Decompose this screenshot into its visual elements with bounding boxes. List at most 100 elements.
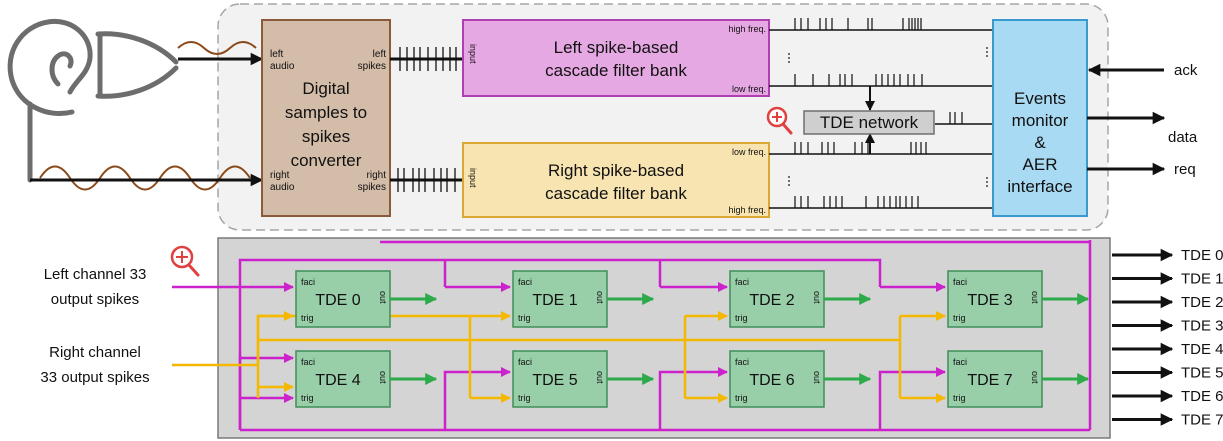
trigger-wiring: [172, 314, 902, 398]
tde-unit-box: [729, 270, 825, 328]
facilitation-wiring: [172, 240, 1092, 432]
trigger-arrows: [258, 311, 946, 403]
right-bank-line-1: Right spike-based: [548, 161, 684, 180]
tde-network-block[interactable]: [803, 110, 935, 135]
ellipsis-dots: [788, 47, 988, 187]
left-bank-line-1: Left spike-based: [554, 38, 679, 57]
left-filter-bank: [462, 19, 770, 97]
port-left-spikes-2: spikes: [358, 61, 386, 72]
trig-label: trig: [953, 313, 966, 323]
port-right-audio: right: [270, 170, 290, 181]
tde-unit-label: TDE 0: [315, 292, 360, 309]
faci-label: faci: [301, 357, 315, 367]
trig-label: trig: [518, 393, 531, 403]
out-label: out: [378, 371, 388, 384]
port-left-spikes: left: [373, 49, 387, 60]
tde-output-4: TDE 4: [1112, 341, 1223, 358]
faci-label: faci: [735, 357, 749, 367]
right-bank-high-freq: high freq.: [728, 205, 766, 215]
faci-label: faci: [953, 277, 967, 287]
tde-unit-box: [512, 350, 608, 408]
zoom-icon[interactable]: [766, 106, 793, 135]
ack-label: ack: [1174, 62, 1198, 79]
trig-label: trig: [518, 313, 531, 323]
left-spike-train: [399, 47, 457, 71]
trig-label: trig: [301, 313, 314, 323]
output-label: TDE 2: [1181, 294, 1223, 311]
tde-network-panel: [217, 237, 1111, 439]
trig-label: trig: [301, 393, 314, 403]
zoom-icon[interactable]: [170, 245, 200, 277]
right-bank-low-freq: low freq.: [732, 147, 766, 157]
right-bank-input-label: input: [468, 168, 478, 188]
output-label: TDE 6: [1181, 388, 1223, 405]
right-channel-label-2: 33 output spikes: [40, 369, 149, 386]
tde-unit-label: TDE 2: [749, 292, 794, 309]
out-label: out: [812, 291, 822, 304]
out-label: out: [378, 291, 388, 304]
converter-line-3: spikes: [302, 127, 350, 146]
out-label: out: [1030, 291, 1040, 304]
out-label: out: [595, 291, 605, 304]
faci-label: faci: [518, 357, 532, 367]
tde-output-1: TDE 1: [1112, 271, 1223, 288]
left-bank-input-label: input: [468, 44, 478, 64]
events-line-1: Events: [1014, 89, 1066, 108]
port-left-audio: left: [270, 49, 284, 60]
tde-unit-label: TDE 4: [315, 372, 360, 389]
data-label: data: [1168, 129, 1198, 146]
tde-unit-box: [295, 270, 391, 328]
output-label: TDE 7: [1181, 412, 1223, 429]
tde-output-2: TDE 2: [1112, 294, 1223, 311]
port-left-audio-2: audio: [270, 61, 295, 72]
events-line-3: &: [1034, 133, 1046, 152]
spike-converter-block: [261, 19, 391, 217]
faci-label: faci: [301, 277, 315, 287]
left-bank-high-freq: high freq.: [728, 24, 766, 34]
events-monitor-aer-block: [992, 19, 1088, 217]
bank-output-lines: [769, 29, 993, 209]
tde-network-label: TDE network: [820, 113, 919, 132]
output-label: TDE 0: [1181, 247, 1223, 264]
events-line-4: AER: [1023, 155, 1058, 174]
tde-output-7: TDE 7: [1112, 412, 1223, 429]
tde-unit-label: TDE 1: [532, 292, 577, 309]
tde-unit-label: TDE 6: [749, 372, 794, 389]
req-label: req: [1174, 161, 1196, 178]
faci-label: faci: [735, 277, 749, 287]
converter-line-4: converter: [291, 151, 362, 170]
output-label: TDE 4: [1181, 341, 1223, 358]
events-line-2: monitor: [1012, 111, 1069, 130]
tde-output-0: TDE 0: [1112, 247, 1223, 264]
tde-unit-label: TDE 5: [532, 372, 577, 389]
port-right-spikes: right: [367, 170, 387, 181]
tde-output-5: TDE 5: [1112, 365, 1223, 382]
left-bank-low-freq: low freq.: [732, 84, 766, 94]
converter-line-2: samples to: [285, 103, 367, 122]
tde-unit-box: [729, 350, 825, 408]
right-filter-bank: [462, 142, 770, 218]
tde-output-6: TDE 6: [1112, 388, 1223, 405]
left-channel-label-1: Left channel 33: [44, 266, 147, 283]
faci-label: faci: [953, 357, 967, 367]
port-right-spikes-2: spikes: [358, 182, 386, 193]
trig-label: trig: [735, 313, 748, 323]
left-audio-wave: [177, 41, 257, 55]
bank-output-spike-trains: [794, 18, 963, 208]
events-line-5: interface: [1007, 177, 1072, 196]
tde-unit-label: TDE 3: [967, 292, 1012, 309]
right-bank-line-2: cascade filter bank: [545, 184, 687, 203]
left-bank-line-2: cascade filter bank: [545, 61, 687, 80]
ear-icon: [7, 18, 179, 183]
tde-unit-label: TDE 7: [967, 372, 1012, 389]
